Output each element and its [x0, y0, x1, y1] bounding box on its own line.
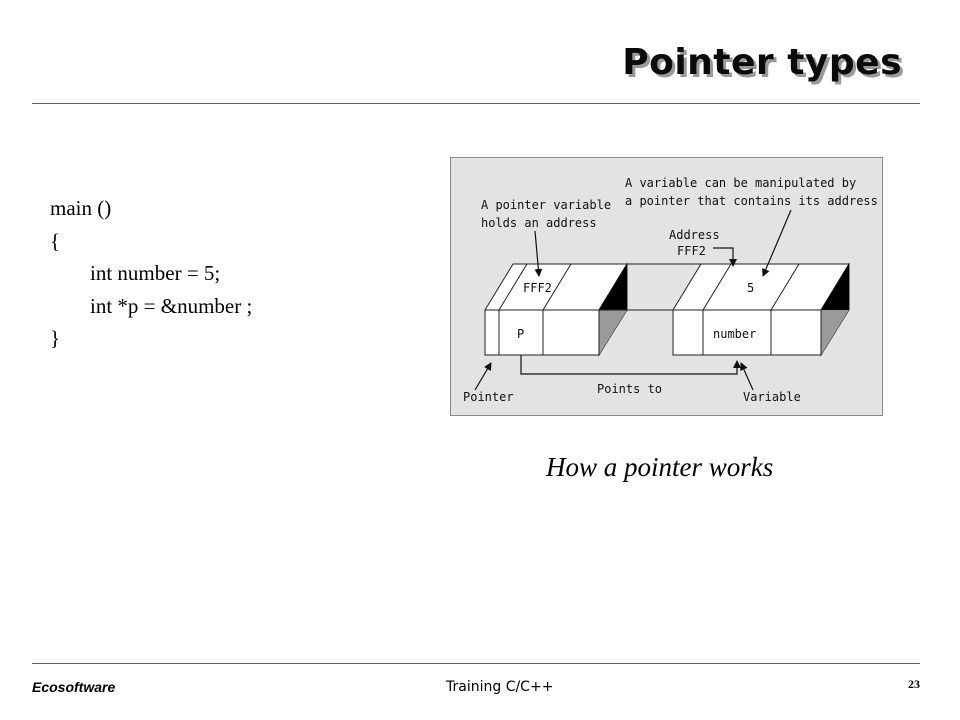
arrow-address [713, 247, 737, 267]
callout-pointer-line-1: A pointer variable [481, 198, 611, 212]
variable-block-shadow [821, 264, 849, 310]
footer-company: Ecosoftware [32, 679, 116, 695]
arrow-points-to [520, 355, 741, 375]
variable-block-top [672, 263, 850, 311]
variable-name: number [713, 327, 756, 341]
figure-caption: How a pointer works [546, 452, 774, 482]
address-label: Address [669, 228, 720, 242]
slide-title: Pointer types [622, 42, 902, 83]
pointer-name: P [517, 327, 524, 341]
variable-value: 5 [747, 281, 754, 295]
code-line: int number = 5; [90, 261, 221, 285]
code-line: main () [50, 196, 112, 220]
pointer-block-front [484, 309, 600, 356]
footer-divider [32, 663, 920, 664]
variable-block-front [672, 309, 822, 356]
pointer-diagram: FFF2 P 5 number A pointer variable holds… [450, 157, 883, 416]
footer-course: Training C/C++ [446, 679, 554, 695]
pointer-value: FFF2 [523, 281, 552, 295]
callout-variable-line-2: a pointer that contains its address [625, 194, 878, 208]
code-block: main () { int number = 5; int *p = &numb… [50, 192, 252, 355]
arrow-variable-callout [762, 209, 792, 277]
callout-variable-line-1: A variable can be manipulated by [625, 176, 856, 190]
arrow-pointer-label [474, 362, 492, 391]
code-line: int *p = &number ; [90, 293, 253, 318]
pointer-block-shadow [599, 264, 627, 310]
code-line: { [50, 228, 61, 253]
title-divider [32, 103, 920, 104]
page-number: 23 [908, 677, 920, 691]
address-value: FFF2 [677, 244, 706, 258]
pointer-diagram-svg: FFF2 P 5 number A pointer variable holds… [463, 176, 878, 404]
code-line: } [50, 326, 61, 350]
arrow-pointer-callout [534, 230, 543, 277]
label-points-to: Points to [597, 382, 662, 396]
label-pointer: Pointer [463, 390, 514, 404]
arrow-variable-label [740, 362, 754, 391]
callout-pointer-line-2: holds an address [481, 216, 597, 230]
label-variable: Variable [743, 390, 801, 404]
